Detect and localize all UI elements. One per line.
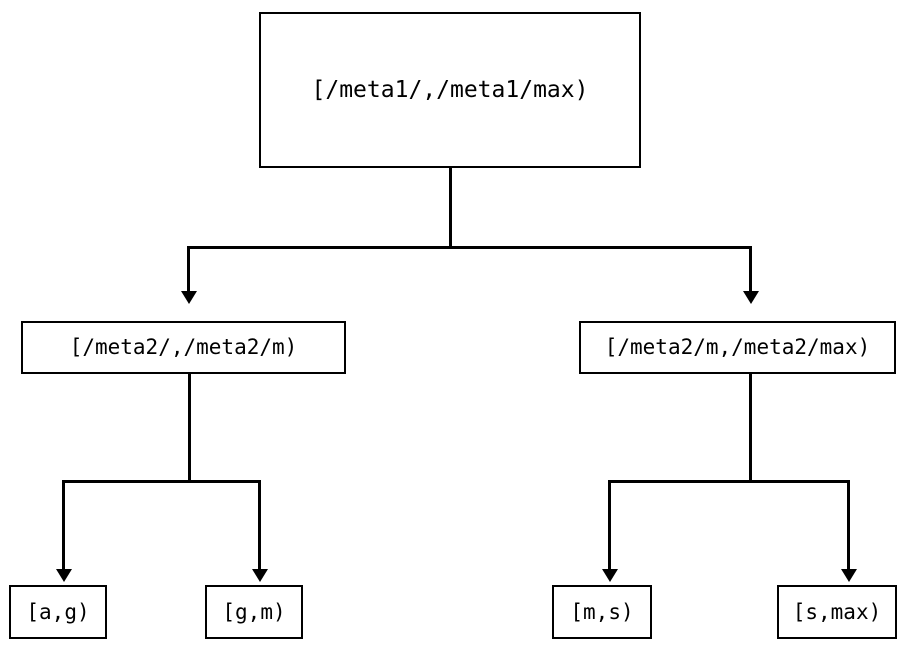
arrowhead-icon-root-left (181, 291, 197, 304)
node-leaf-3[interactable]: [m,s) (552, 585, 652, 639)
arrowhead-icon-leaf2 (252, 569, 268, 582)
node-root-label: [/meta1/,/meta1/max) (311, 76, 589, 103)
arrowhead-icon-leaf1 (56, 569, 72, 582)
edge-level2-right-crossbar (608, 480, 850, 483)
arrowhead-icon-root-right (743, 291, 759, 304)
edge-root-to-left-drop (187, 246, 190, 292)
node-root[interactable]: [/meta1/,/meta1/max) (259, 12, 641, 168)
edge-level2-left-to-leaf2-drop (258, 480, 261, 570)
node-leaf-2[interactable]: [g,m) (205, 585, 303, 639)
node-level2-left-label: [/meta2/,/meta2/m) (69, 335, 298, 359)
node-leaf-4[interactable]: [s,max) (777, 585, 897, 639)
node-level2-left[interactable]: [/meta2/,/meta2/m) (21, 321, 346, 374)
arrowhead-icon-leaf3 (602, 569, 618, 582)
edge-level2-left-stem (188, 374, 191, 483)
arrowhead-icon-leaf4 (841, 569, 857, 582)
edge-level2-left-crossbar (62, 480, 261, 483)
node-level2-right-label: [/meta2/m,/meta2/max) (604, 335, 871, 359)
node-level2-right[interactable]: [/meta2/m,/meta2/max) (579, 321, 896, 374)
edge-level2-right-to-leaf4-drop (847, 480, 850, 570)
edge-level2-right-stem (749, 374, 752, 483)
node-leaf-2-label: [g,m) (222, 599, 286, 624)
edge-root-to-right-drop (749, 246, 752, 292)
edge-root-crossbar (187, 246, 752, 249)
node-leaf-1-label: [a,g) (26, 599, 90, 624)
node-leaf-4-label: [s,max) (792, 599, 882, 624)
edge-root-stem (449, 167, 452, 249)
edge-level2-left-to-leaf1-drop (62, 480, 65, 570)
node-leaf-3-label: [m,s) (570, 599, 634, 624)
node-leaf-1[interactable]: [a,g) (9, 585, 107, 639)
edge-level2-right-to-leaf3-drop (608, 480, 611, 570)
